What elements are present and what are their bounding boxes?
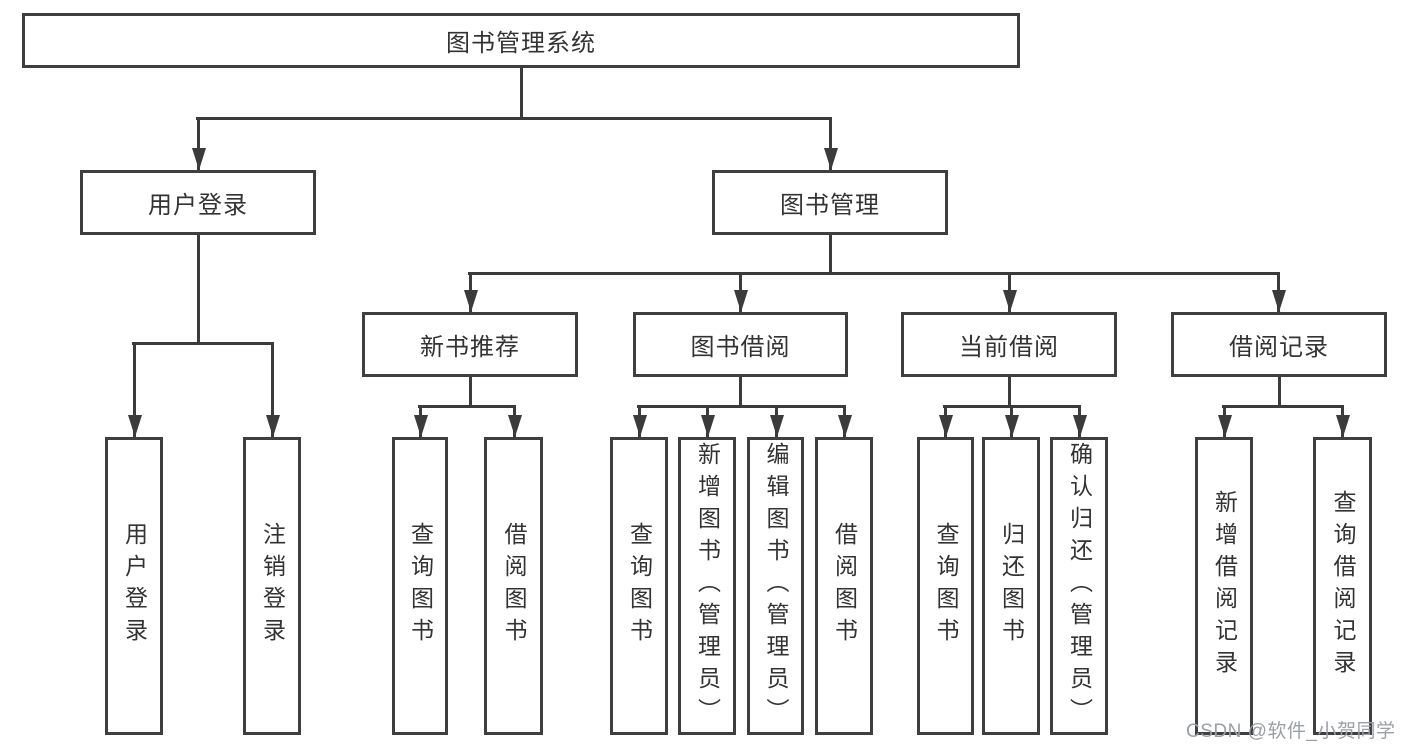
leaf-borrow-books-borrowing: 借阅图书 xyxy=(815,437,873,735)
connector-hline xyxy=(468,272,1280,275)
leaf-return-books: 归还图书 xyxy=(982,437,1040,735)
leaf-query-borrow-record: 查询借阅记录 xyxy=(1313,437,1372,735)
leaf-add-borrow-record: 新增借阅记录 xyxy=(1195,437,1253,735)
node-current-borrowing: 当前借阅 xyxy=(901,312,1117,377)
leaf-query-books-recommend: 查询图书 xyxy=(392,437,448,735)
connector-arrow-down xyxy=(769,405,784,437)
connector-hline xyxy=(132,342,274,345)
leaf-user-login: 用户登录 xyxy=(105,437,163,735)
node-user-login: 用户登录 xyxy=(80,170,316,235)
connector-arrow-down xyxy=(127,342,142,437)
connector-arrow-down xyxy=(1004,405,1019,437)
connector-vline xyxy=(739,377,742,407)
node-new-book-recommendation: 新书推荐 xyxy=(362,312,578,377)
leaf-add-books-admin: 新增图书（管理员） xyxy=(678,437,736,735)
node-book-management: 图书管理 xyxy=(712,170,948,235)
connector-arrow-down xyxy=(700,405,715,437)
connector-arrow-down xyxy=(413,405,428,437)
connector-arrow-down xyxy=(733,272,748,312)
leaf-query-books-current: 查询图书 xyxy=(917,437,974,735)
csdn-watermark: CSDN @软件_小贺同学 xyxy=(1186,721,1396,742)
connector-vline xyxy=(829,235,832,275)
connector-arrow-down xyxy=(1072,405,1087,437)
connector-hline xyxy=(418,405,516,408)
connector-hline xyxy=(637,405,846,408)
connector-vline xyxy=(197,235,200,345)
connector-arrow-down xyxy=(1217,405,1232,437)
connector-vline xyxy=(469,377,472,407)
connector-vline xyxy=(520,68,523,120)
connector-arrow-down xyxy=(1335,405,1350,437)
connector-arrow-down xyxy=(463,272,478,312)
connector-vline xyxy=(1008,377,1011,407)
leaf-borrow-books-recommend: 借阅图书 xyxy=(484,437,543,735)
connector-arrow-down xyxy=(837,405,852,437)
connector-hline xyxy=(196,117,831,120)
connector-arrow-down xyxy=(1002,272,1017,312)
connector-arrow-down xyxy=(507,405,522,437)
leaf-query-books-borrowing: 查询图书 xyxy=(610,437,668,735)
leaf-edit-books-admin: 编辑图书（管理员） xyxy=(747,437,804,735)
leaf-logout: 注销登录 xyxy=(243,437,301,735)
connector-arrow-down xyxy=(191,117,206,170)
connector-arrow-down xyxy=(632,405,647,437)
leaf-confirm-return-admin: 确认归还（管理员） xyxy=(1050,437,1108,735)
connector-hline xyxy=(1222,405,1344,408)
connector-arrow-down xyxy=(938,405,953,437)
connector-arrow-down xyxy=(823,117,838,170)
node-borrowing-records: 借阅记录 xyxy=(1171,312,1387,377)
connector-vline xyxy=(1278,377,1281,407)
connector-arrow-down xyxy=(265,342,280,437)
node-root: 图书管理系统 xyxy=(22,13,1020,68)
connector-arrow-down xyxy=(1271,272,1286,312)
node-book-borrowing: 图书借阅 xyxy=(633,312,848,377)
